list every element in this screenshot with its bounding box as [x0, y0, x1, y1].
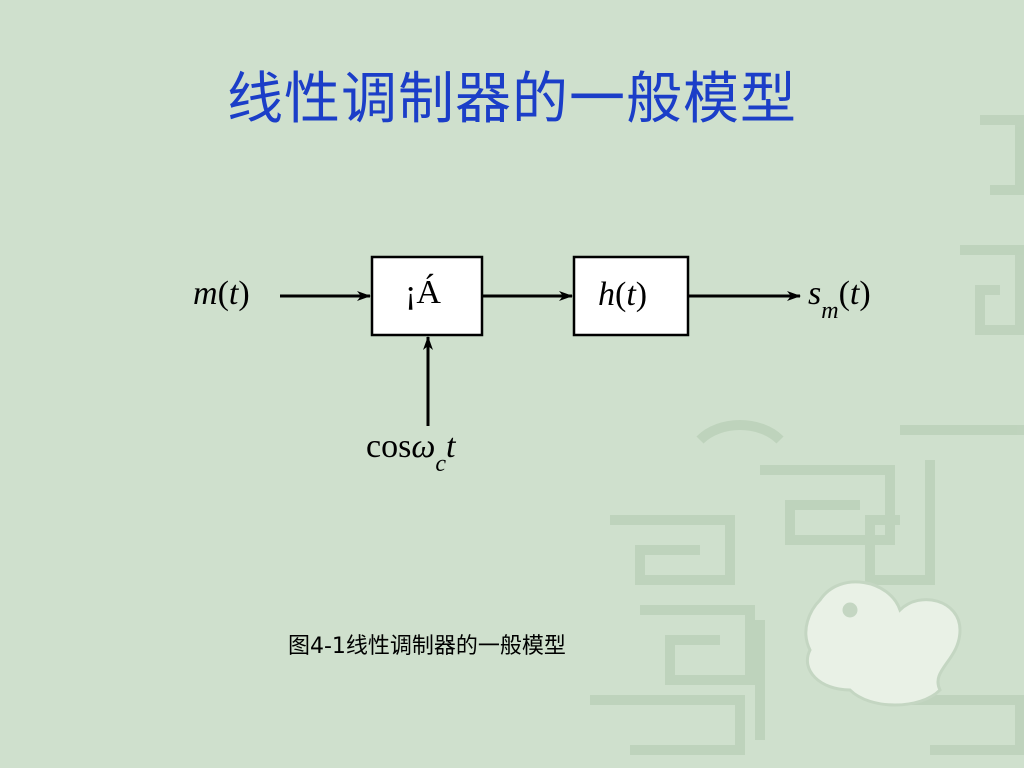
- input-signal-label: m(t): [193, 275, 250, 312]
- output-signal-label: sm(t): [808, 275, 871, 324]
- filter-box: [572, 255, 690, 337]
- multiplier-label: ¡Á: [405, 274, 441, 311]
- slide-title: 线性调制器的一般模型: [227, 67, 797, 132]
- dragon-emblem-icon: [804, 580, 962, 707]
- multiplier-box: [370, 255, 484, 337]
- figure-caption: 图4-1线性调制器的一般模型: [288, 634, 566, 659]
- carrier-label: cosωct: [366, 428, 456, 477]
- filter-label: h(t): [598, 276, 648, 313]
